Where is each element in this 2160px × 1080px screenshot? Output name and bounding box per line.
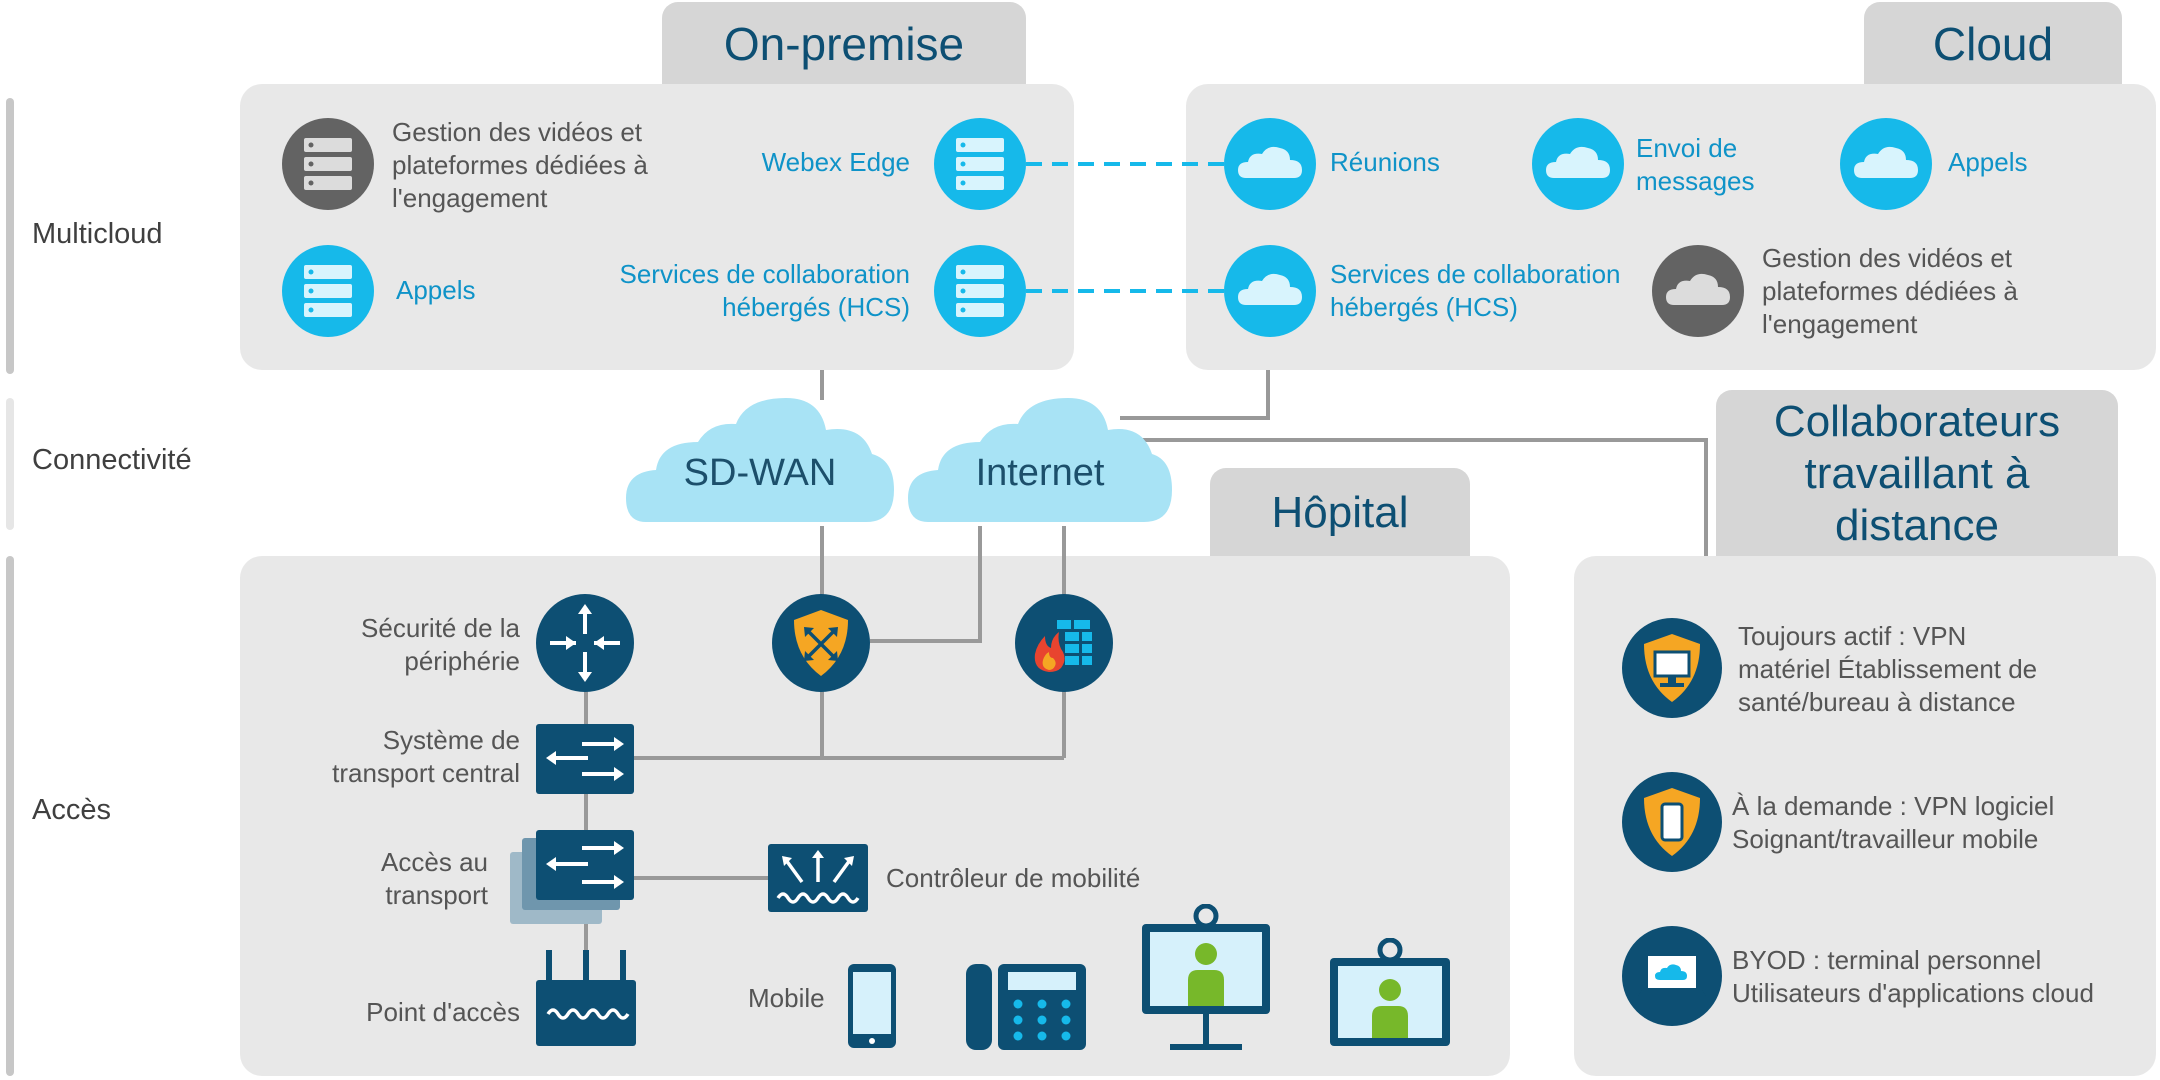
onprem-hcs-text: Services de collaboration hébergés (HCS) <box>619 259 911 322</box>
cloud-meetings-text: Réunions <box>1330 147 1440 177</box>
tab-remote-workers-label: Collaborateurs travaillant à distance <box>1773 397 2061 550</box>
always-on-text: Toujours actif : VPN matériel Établissem… <box>1738 621 2038 717</box>
onprem-video-mgmt-text: Gestion des vidéos et plateformes dédiée… <box>392 117 648 213</box>
video-endpoint-icon <box>1142 904 1270 1050</box>
tab-on-premise: On-premise <box>662 2 1026 86</box>
tab-cloud: Cloud <box>1864 2 2122 86</box>
switch-icon <box>536 724 634 794</box>
tab-on-premise-label: On-premise <box>723 18 965 70</box>
access-point-icon <box>536 950 636 1046</box>
access-label: Accès <box>32 794 111 826</box>
cloud-icon <box>1224 245 1316 337</box>
mobility-controller-icon <box>768 844 868 912</box>
cloud-icon <box>1532 118 1624 210</box>
server-icon <box>934 245 1026 337</box>
network-lines <box>584 370 1708 958</box>
on-demand-text: À la demande : VPN logiciel Soignant/tra… <box>1732 791 2055 854</box>
video-endpoint-icon <box>1330 938 1450 1046</box>
dashed-links <box>1026 162 1228 293</box>
cloud-video-mgmt-text: Gestion des vidéos et plateformes dédiée… <box>1762 243 2018 339</box>
cloud-calls-text: Appels <box>1948 147 2028 177</box>
sdwan-cloud-icon <box>626 398 894 522</box>
server-icon <box>282 245 374 337</box>
internet-label: Internet <box>975 452 1105 494</box>
security-shield-icon <box>772 594 870 692</box>
multicloud-label: Multicloud <box>32 218 163 250</box>
cloud-hcs-text: Services de collaboration hébergés (HCS) <box>1330 259 1621 322</box>
server-icon <box>934 118 1026 210</box>
access-point-text: Point d'accès <box>366 997 520 1027</box>
transport-access-text: Accès au transport <box>381 847 488 910</box>
core-transport-text: Système de transport central <box>332 725 520 788</box>
byod-text: BYOD : terminal personnel Utilisateurs d… <box>1732 945 2094 1008</box>
internet-cloud-icon <box>908 398 1172 522</box>
cloud-icon <box>1840 118 1932 210</box>
on-premise-panel <box>240 84 1074 370</box>
mobility-controller-text: Contrôleur de mobilité <box>886 863 1141 893</box>
cloud-messaging-text: Envoi de messages <box>1636 133 1755 196</box>
cloud-icon <box>1652 245 1744 337</box>
switch-icon <box>536 830 634 900</box>
vpn-hardware-shield-icon <box>1622 618 1722 718</box>
cloud-icon <box>1224 118 1316 210</box>
laptop-cloud-icon <box>1622 926 1722 1026</box>
sdwan-label: SD-WAN <box>683 452 837 494</box>
access-bar <box>6 556 14 1076</box>
vpn-software-shield-icon <box>1622 772 1722 872</box>
desk-phone-icon <box>966 964 1086 1050</box>
connectivity-bar <box>6 398 14 530</box>
tab-hospital: Hôpital <box>1210 468 1470 558</box>
firewall-icon <box>1015 594 1113 692</box>
mobile-text: Mobile <box>748 983 825 1013</box>
router-icon <box>536 594 634 692</box>
edge-security-text: Sécurité de la périphérie <box>361 613 520 676</box>
webex-edge-text: Webex Edge <box>761 147 910 177</box>
multicloud-bar <box>6 98 14 374</box>
server-icon <box>282 118 374 210</box>
mobile-phone-icon <box>848 964 896 1048</box>
tab-cloud-label: Cloud <box>1932 18 2054 70</box>
tab-remote-workers: Collaborateurs travaillant à distance <box>1716 390 2118 558</box>
tab-hospital-label: Hôpital <box>1271 488 1409 537</box>
connectivity-label: Connectivité <box>32 444 192 476</box>
onprem-calls-text: Appels <box>396 275 476 305</box>
